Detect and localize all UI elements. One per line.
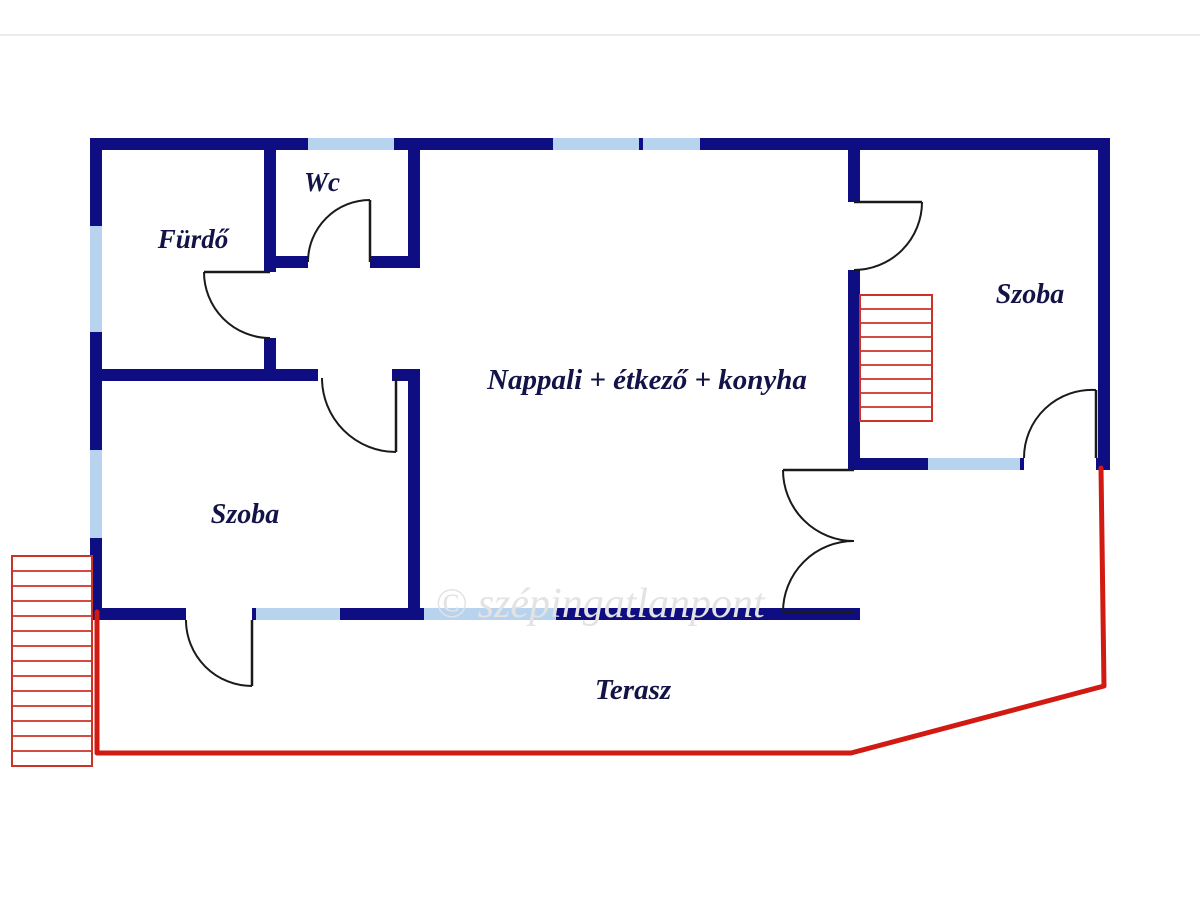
window-bottom-1 bbox=[256, 608, 340, 620]
door-arc-nappali-double-bottom bbox=[782, 540, 855, 613]
door-arc-terasz bbox=[185, 619, 253, 687]
label-szoba-left: Szoba bbox=[211, 499, 279, 530]
wall-wc-bottom-a bbox=[264, 256, 308, 268]
stairs-interior-outline bbox=[859, 294, 933, 422]
label-szoba-right: Szoba bbox=[996, 279, 1064, 310]
wall-nappali-right-upper bbox=[848, 138, 860, 202]
wall-wc-bottom-b bbox=[370, 256, 420, 268]
label-terasz: Terasz bbox=[595, 674, 672, 706]
window-bottom-2 bbox=[424, 608, 556, 620]
door-arc-furdo bbox=[203, 271, 271, 339]
wall-furdo-right-upper bbox=[264, 138, 276, 272]
label-nappali: Nappali + étkező + konyha bbox=[486, 364, 807, 396]
window-top-3 bbox=[643, 138, 700, 150]
windows bbox=[90, 138, 1020, 620]
label-furdo: Fürdő bbox=[157, 224, 230, 254]
door-arc-szoba-right-terrace bbox=[1022, 388, 1097, 459]
stairs-exterior bbox=[11, 555, 93, 767]
wall-wc-right bbox=[408, 138, 420, 268]
door-arc-szoba-left bbox=[321, 377, 397, 453]
door-arc-szoba-right bbox=[853, 201, 923, 271]
window-left-1 bbox=[90, 226, 102, 332]
stairs-exterior-steps bbox=[12, 570, 92, 752]
watermark-text: © szépingatlanpont bbox=[435, 581, 766, 627]
doors bbox=[185, 199, 1098, 687]
wall-right bbox=[1098, 138, 1110, 470]
window-szoba-right bbox=[928, 458, 1020, 470]
stairs-interior bbox=[859, 294, 933, 422]
door-arc-nappali-double-top bbox=[782, 469, 855, 542]
window-left-2 bbox=[90, 450, 102, 538]
door-arc-wc bbox=[307, 199, 371, 263]
wall-bottom-left-seg bbox=[90, 608, 186, 620]
terrace-outline bbox=[94, 465, 1107, 756]
room-labels: Wc Fürdő Szoba Nappali + étkező + konyha… bbox=[157, 167, 1065, 706]
window-top-1 bbox=[308, 138, 394, 150]
wall-nappali-right-lower bbox=[848, 270, 860, 470]
stairs-interior-steps bbox=[860, 308, 932, 408]
wall-szoba-left-right bbox=[408, 369, 420, 620]
wall-hall-bottom-a bbox=[90, 369, 318, 381]
window-top-2 bbox=[553, 138, 639, 150]
label-wc: Wc bbox=[304, 167, 340, 197]
